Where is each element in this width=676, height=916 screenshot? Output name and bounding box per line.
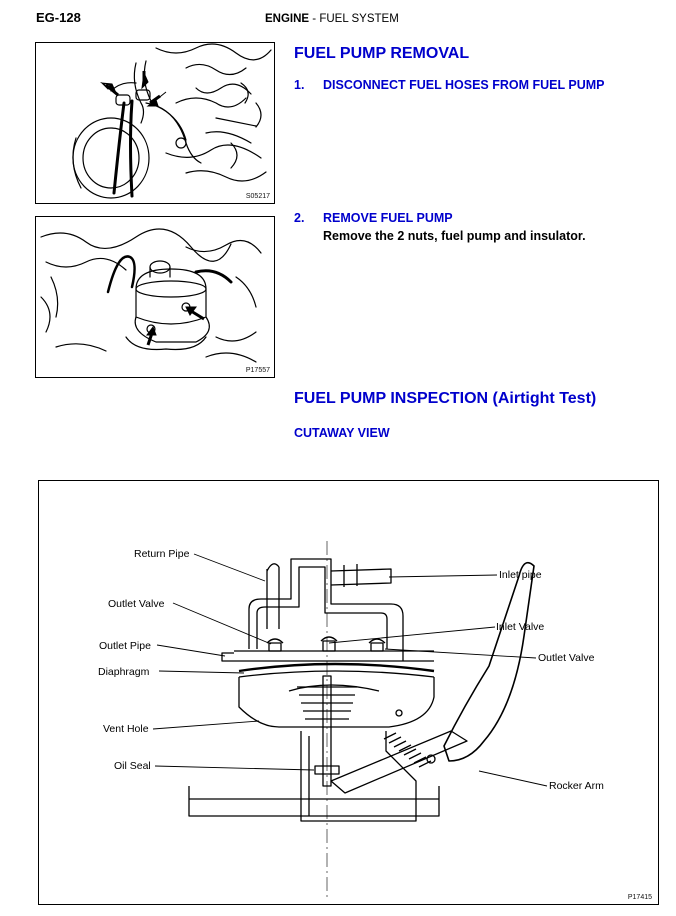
figure-cutaway-view: Return Pipe Outlet Valve Outlet Pipe Dia… (38, 480, 659, 905)
step-2: 2. REMOVE FUEL PUMP (294, 211, 453, 225)
figure-code: S05217 (245, 193, 270, 200)
figure-code: P17415 (627, 894, 652, 901)
header-subsection: FUEL SYSTEM (319, 13, 399, 25)
label-vent-hole: Vent Hole (103, 723, 149, 735)
page-number: EG-128 (36, 10, 81, 25)
figure-remove-pump: P17557 (35, 216, 275, 378)
header-section: ENGINE (265, 13, 310, 25)
label-outlet-valve-right: Outlet Valve (538, 652, 595, 664)
label-inlet-pipe: Inlet pipe (499, 569, 542, 581)
label-rocker-arm: Rocker Arm (549, 780, 604, 792)
step-2-description: Remove the 2 nuts, fuel pump and insulat… (323, 229, 586, 243)
step-1-text: DISCONNECT FUEL HOSES FROM FUEL PUMP (323, 78, 605, 92)
figure-code: P17557 (245, 367, 270, 374)
label-diaphragm: Diaphragm (98, 666, 150, 678)
inspection-title: FUEL PUMP INSPECTION (Airtight Test) (294, 390, 597, 407)
step-1-number: 1. (294, 78, 305, 92)
cutaway-view-title: CUTAWAY VIEW (294, 426, 390, 440)
engine-hoses-illustration (72, 43, 272, 199)
page-header: ENGINE - FUEL SYSTEM (265, 13, 399, 25)
label-oil-seal: Oil Seal (114, 760, 151, 772)
header-separator: - (309, 13, 320, 25)
label-return-pipe: Return Pipe (134, 548, 190, 560)
step-2-number: 2. (294, 211, 305, 225)
fuel-pump-cutaway-illustration (152, 541, 548, 901)
step-1: 1. DISCONNECT FUEL HOSES FROM FUEL PUMP (294, 78, 605, 92)
remove-pump-illustration (40, 228, 262, 363)
label-outlet-pipe: Outlet Pipe (99, 640, 151, 652)
figure-disconnect-hoses: S05217 (35, 42, 275, 204)
label-outlet-valve-left: Outlet Valve (108, 598, 165, 610)
label-inlet-valve: Inlet Valve (496, 621, 545, 633)
removal-title: FUEL PUMP REMOVAL (294, 45, 470, 62)
step-2-text: REMOVE FUEL PUMP (323, 211, 453, 225)
